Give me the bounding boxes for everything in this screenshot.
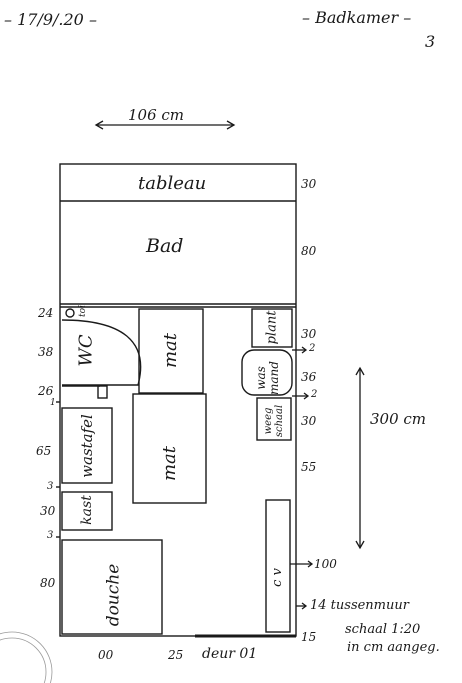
cv-label: c v — [269, 568, 285, 587]
left-dim-24: 24 — [38, 306, 54, 320]
right-dim-80-bad: 80 — [301, 244, 317, 258]
header-date: – 17/9/.20 – — [4, 10, 97, 29]
left-dim-30: 30 — [40, 504, 56, 518]
right-dim-15: 15 — [301, 630, 317, 644]
right-dim-55: 55 — [301, 460, 317, 474]
douche-box — [61, 539, 163, 635]
mat-2-label: mat — [159, 445, 181, 482]
left-dim-3a: 3 — [47, 481, 54, 492]
right-dim-100: 100 — [314, 557, 337, 571]
left-dim-1: 1 — [50, 398, 56, 408]
small-mark-2b: 2 — [311, 389, 318, 400]
height-label: 300 cm — [370, 410, 427, 428]
right-dim-30-weeg: 30 — [301, 414, 317, 428]
mat-1-label: mat — [160, 332, 182, 369]
right-dim-30-plant: 30 — [301, 327, 317, 341]
header-title: – Badkamer – — [302, 8, 412, 27]
wastafel-box — [61, 407, 113, 484]
deur-label: deur 01 — [202, 646, 258, 662]
bottom-dim-00: 00 — [98, 648, 114, 662]
bottom-dim-25: 25 — [168, 648, 184, 662]
tussenmuur-note: 14 tussenmuur — [310, 598, 409, 613]
right-dim-30-tableau: 30 — [301, 177, 317, 191]
wc-label: WC — [75, 334, 97, 367]
cv-box — [265, 499, 291, 633]
left-dim-26: 26 — [38, 384, 54, 398]
tableau-label: tableau — [138, 173, 207, 194]
width-label: 106 cm — [128, 106, 185, 124]
mat-2 — [132, 393, 207, 504]
weeg-schaal-label: weeg schaal — [263, 404, 285, 438]
weeg-schaal-box — [256, 397, 292, 441]
room-outline — [59, 163, 297, 637]
left-dim-3b: 3 — [47, 530, 54, 541]
schaal-note: schaal 1:20 — [345, 622, 421, 637]
kast-label: kast — [78, 495, 95, 525]
left-dim-65: 65 — [36, 444, 52, 458]
left-dim-80: 80 — [40, 576, 56, 590]
kast-box — [61, 491, 113, 531]
plant-box — [251, 308, 293, 348]
small-mark-2a: 2 — [309, 343, 316, 354]
mat-1 — [138, 308, 204, 394]
header-page-number: 3 — [425, 32, 436, 51]
toilet-small-label: toi — [77, 305, 88, 317]
left-dim-38: 38 — [38, 345, 54, 359]
right-dim-36-wasmand: 36 — [301, 370, 317, 384]
was-mand-label: was mand — [253, 361, 281, 395]
douche-label: douche — [103, 563, 124, 627]
plant-label: plant — [264, 310, 280, 345]
bad-label: Bad — [146, 235, 184, 257]
was-mand-box — [241, 349, 293, 396]
aangeg-note: in cm aangeg. — [347, 640, 440, 655]
wastafel-label: wastafel — [77, 414, 96, 478]
